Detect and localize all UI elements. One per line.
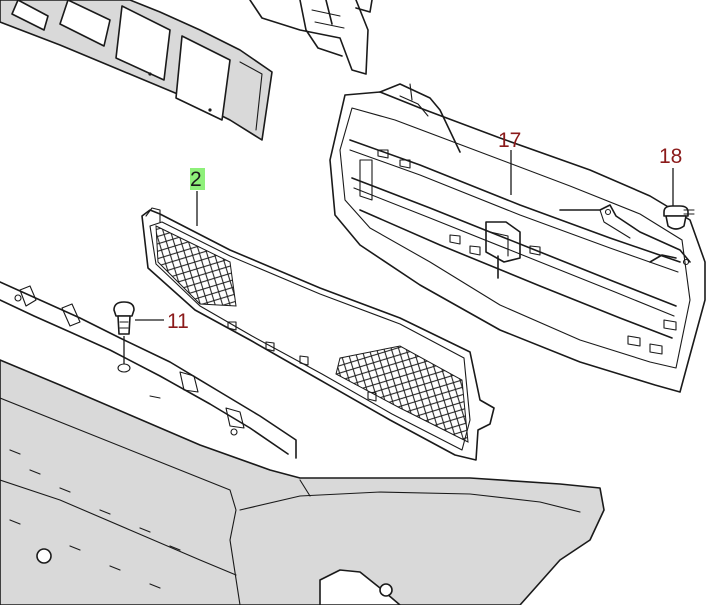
callout-part-11: 11 [167,310,189,333]
callout-part-2: 2 [190,168,202,191]
callout-part-18: 18 [659,145,682,168]
part-17-radiator-grille [329,83,706,393]
part-2-highlight [190,168,205,190]
part-18-clip [663,168,695,230]
part-11-push-pin [113,301,164,364]
front-bumper [0,359,605,605]
callout-part-17: 17 [498,129,521,152]
part-2-lower-grille [141,207,495,461]
upper-grille [0,0,373,141]
bumper-reinforcement [0,281,297,459]
